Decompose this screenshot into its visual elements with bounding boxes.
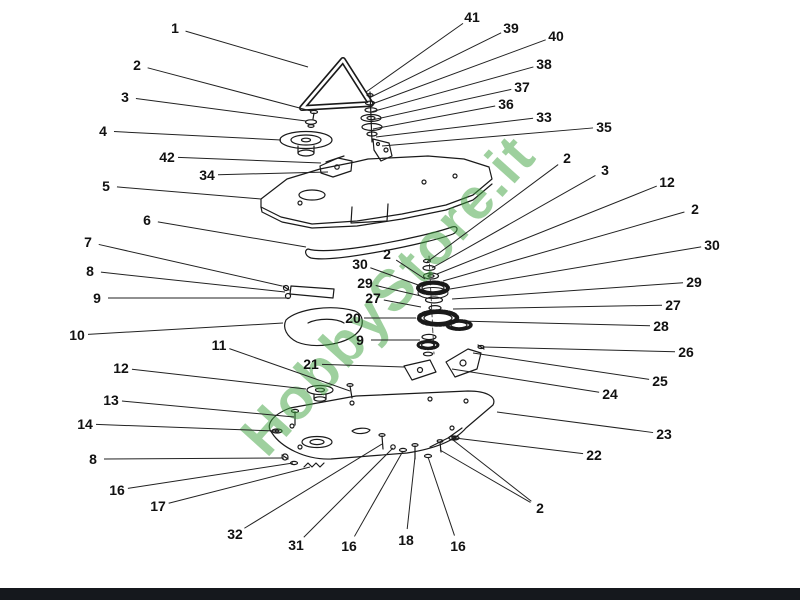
- gear-large: [416, 309, 460, 327]
- exploded-parts-art: [260, 57, 495, 468]
- spring: [303, 462, 325, 468]
- pulley-small: [306, 384, 334, 396]
- v-belt-top-inner: [300, 58, 373, 110]
- bracket-small: [289, 285, 335, 299]
- footer-bar: [0, 588, 800, 600]
- bracket-right: [445, 348, 482, 378]
- belt-long: [305, 226, 458, 260]
- pulley-left: [279, 130, 333, 150]
- bracket-21: [403, 359, 437, 381]
- base-plate: [268, 390, 495, 460]
- cover-plate: [284, 307, 363, 347]
- washer: [304, 119, 318, 125]
- gear-lower: [416, 339, 440, 351]
- deck-housing: [260, 155, 493, 225]
